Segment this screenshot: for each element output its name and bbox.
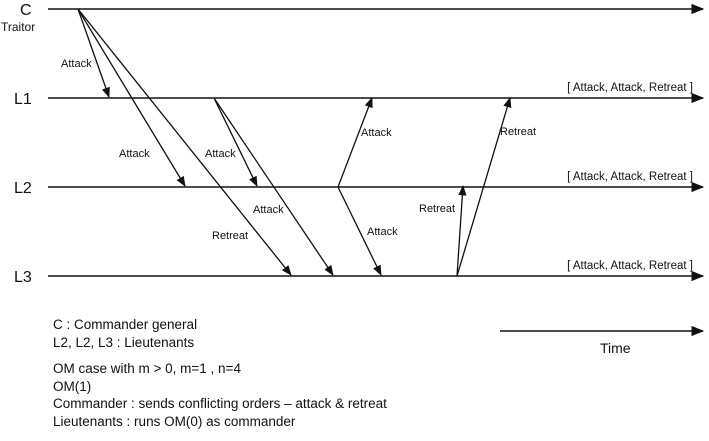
traitor-label: Traitor	[1, 20, 35, 34]
message-arrows	[77, 8, 512, 277]
msg-l2-to-l3-arrow	[337, 186, 382, 276]
msg-c-to-l1-arrow	[77, 8, 110, 98]
msg-c-to-l3-label: Retreat	[212, 230, 248, 242]
msg-l1-to-l2-label: Attack	[205, 148, 236, 160]
msg-c-to-l2-label: Attack	[119, 148, 150, 160]
notes-panel: C : Commander general L2, L2, L3 : Lieut…	[53, 316, 387, 430]
msg-l1-to-l3-label: Attack	[253, 204, 284, 216]
decision-vector-l2: [ Attack, Attack, Retreat ]	[567, 171, 693, 183]
note-om1: OM(1)	[53, 378, 92, 394]
time-label: Time	[600, 340, 631, 356]
msg-c-to-l1-label: Attack	[61, 58, 92, 70]
msg-l1-to-l2-arrow	[213, 97, 258, 187]
line-label-l3: L3	[14, 269, 32, 286]
msg-l3-to-l1-label: Retreat	[500, 126, 536, 138]
msg-l2-to-l3-label: Attack	[367, 226, 398, 238]
msg-c-to-l3-arrow	[77, 8, 292, 276]
msg-l3-to-l2-arrow	[456, 184, 467, 277]
note-om-case: OM case with m > 0, m=1 , n=4	[53, 361, 241, 376]
line-label-l2: L2	[14, 180, 32, 197]
msg-l1-to-l3-arrow	[213, 97, 334, 276]
decision-vector-l1: [ Attack, Attack, Retreat ]	[567, 82, 693, 94]
msg-l2-to-l1-label: Attack	[361, 127, 392, 139]
decision-vector-l3: [ Attack, Attack, Retreat ]	[567, 260, 693, 272]
msg-l3-to-l2-label: Retreat	[419, 203, 455, 215]
note-commander: Commander : sends conflicting orders – a…	[53, 396, 387, 411]
msg-c-to-l2-arrow	[77, 8, 186, 187]
legend-lieutenants: L2, L2, L3 : Lieutenants	[53, 334, 195, 350]
msg-l2-to-l1-arrow	[337, 97, 373, 188]
line-label-c: C	[20, 2, 32, 19]
note-lieutenants: Lieutenants : runs OM(0) as commander	[53, 413, 296, 429]
timelines	[48, 3, 705, 337]
line-label-l1: L1	[14, 91, 32, 108]
msg-l3-to-l1-arrow	[456, 97, 512, 277]
legend-commander: C : Commander general	[53, 317, 198, 332]
